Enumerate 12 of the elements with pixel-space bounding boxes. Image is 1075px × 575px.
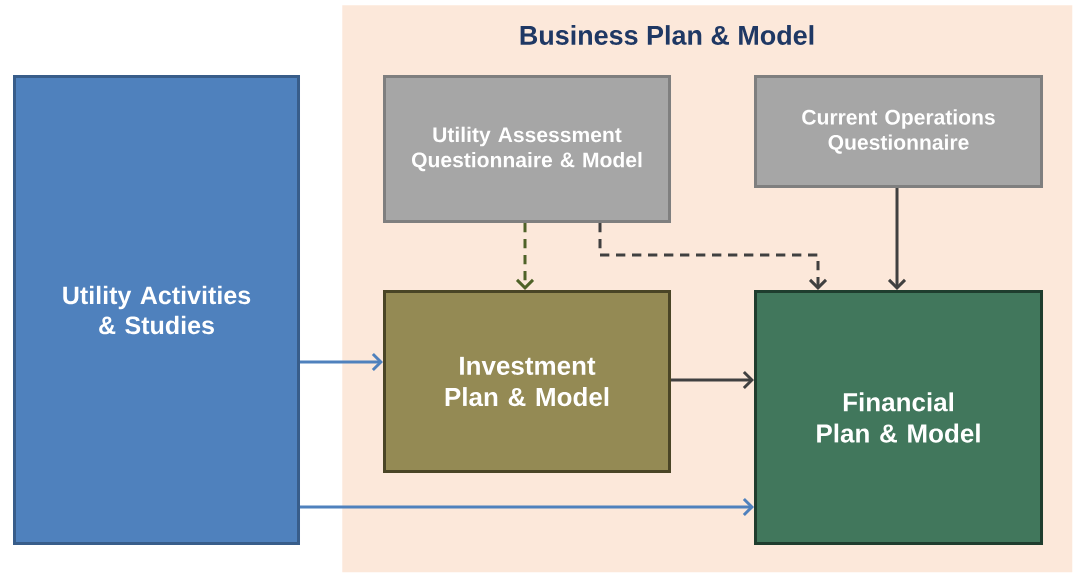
arrow [300, 352, 383, 372]
arrow [598, 223, 828, 290]
arrow [671, 370, 754, 390]
arrow [887, 188, 907, 290]
activity-box: Utility Activities & Studies [13, 75, 300, 545]
plan-box: Investment Plan & Model [383, 290, 671, 473]
questionnaire-box: Current Operations Questionnaire [754, 75, 1043, 188]
questionnaire-box: Utility Assessment Questionnaire & Model [383, 75, 671, 223]
plan-box: Financial Plan & Model [754, 290, 1043, 545]
arrow [515, 223, 535, 290]
band-title: Business Plan & Model [520, 25, 814, 45]
arrow [300, 497, 754, 517]
